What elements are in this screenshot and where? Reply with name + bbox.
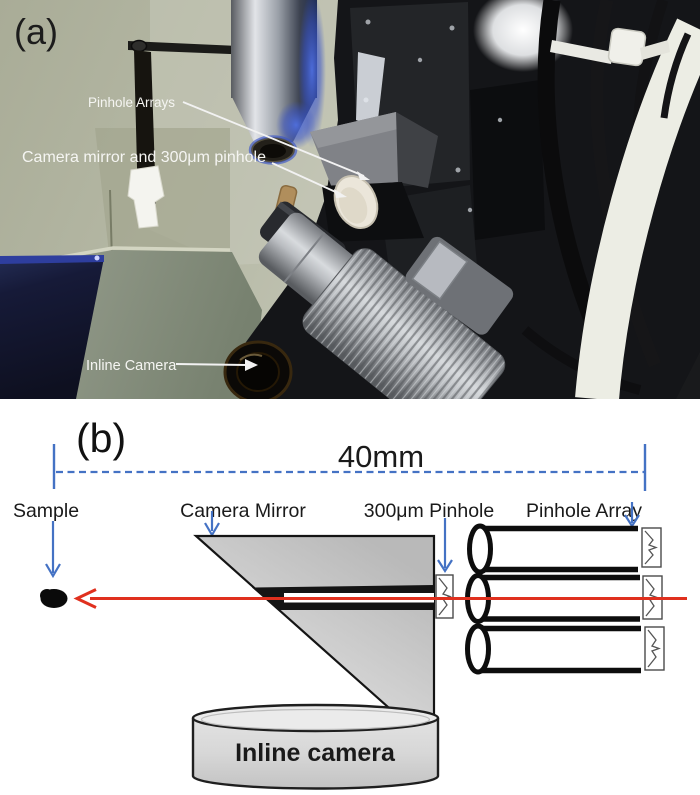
mirror-assembly — [310, 112, 438, 242]
cable-tie — [550, 27, 670, 67]
xray-beam — [73, 588, 687, 609]
inline-camera-label: Inline Camera — [86, 358, 177, 374]
sample-dot — [40, 589, 68, 608]
panel-a-tag: (a) — [14, 11, 58, 52]
panel-a-photo: (a) Pinhole Arrays Camera mirror and 300… — [0, 0, 700, 399]
inline-camera-shape: Inline camera — [191, 703, 440, 790]
bracket-rod — [134, 50, 156, 205]
camera-mirror-label: Camera Mirror — [180, 500, 306, 522]
panel-b-diagram: 40mm (b) Sample Camera Mirror 300μm Pinh… — [0, 399, 700, 795]
cable-over-ring — [660, 32, 692, 119]
sample-arrow — [45, 521, 61, 579]
navy-panel-top-edge — [0, 255, 104, 264]
aperture-array-top — [641, 527, 662, 568]
micrometer-assembly — [258, 184, 514, 399]
pinhole-arrays-label: Pinhole Arrays — [88, 95, 175, 110]
machinery-facet-2 — [470, 80, 545, 240]
beam-arrowhead — [73, 588, 97, 609]
tube-top — [467, 523, 638, 575]
dimension-40mm — [52, 444, 647, 491]
blue-glow-tip — [276, 101, 316, 149]
sample-label: Sample — [13, 500, 79, 522]
camera-mirror-pinhole-label: Camera mirror and 300μm pinhole — [22, 149, 266, 166]
pinhole-array-label: Pinhole Array — [526, 500, 642, 522]
chrome-tube — [231, 0, 326, 165]
pinhole-apertures — [435, 527, 665, 671]
inline-camera-lens — [223, 340, 293, 399]
bracket-screw — [130, 39, 148, 53]
photo-annotation-lines — [175, 101, 370, 371]
white-clamp — [127, 165, 165, 229]
camera-mirror-disc — [333, 175, 379, 229]
pinhole-300um-label: 300μm Pinhole — [364, 500, 494, 522]
navy-panel-glint — [94, 255, 100, 261]
inline-camera-diagram-label: Inline camera — [235, 739, 396, 767]
aperture-300um — [435, 574, 454, 619]
aperture-array-bottom — [644, 626, 665, 671]
pinhole-300um-arrow — [437, 518, 453, 574]
navy-panel — [0, 258, 104, 399]
tube-bottom — [465, 623, 641, 675]
pinhole-array-tubes — [465, 523, 641, 675]
diffractometer-ring — [575, 18, 700, 399]
ring-corner-shadow — [676, 352, 700, 399]
dimension-value: 40mm — [338, 439, 424, 474]
light-sliver — [356, 52, 385, 128]
panel-b-tag: (b) — [76, 415, 126, 461]
